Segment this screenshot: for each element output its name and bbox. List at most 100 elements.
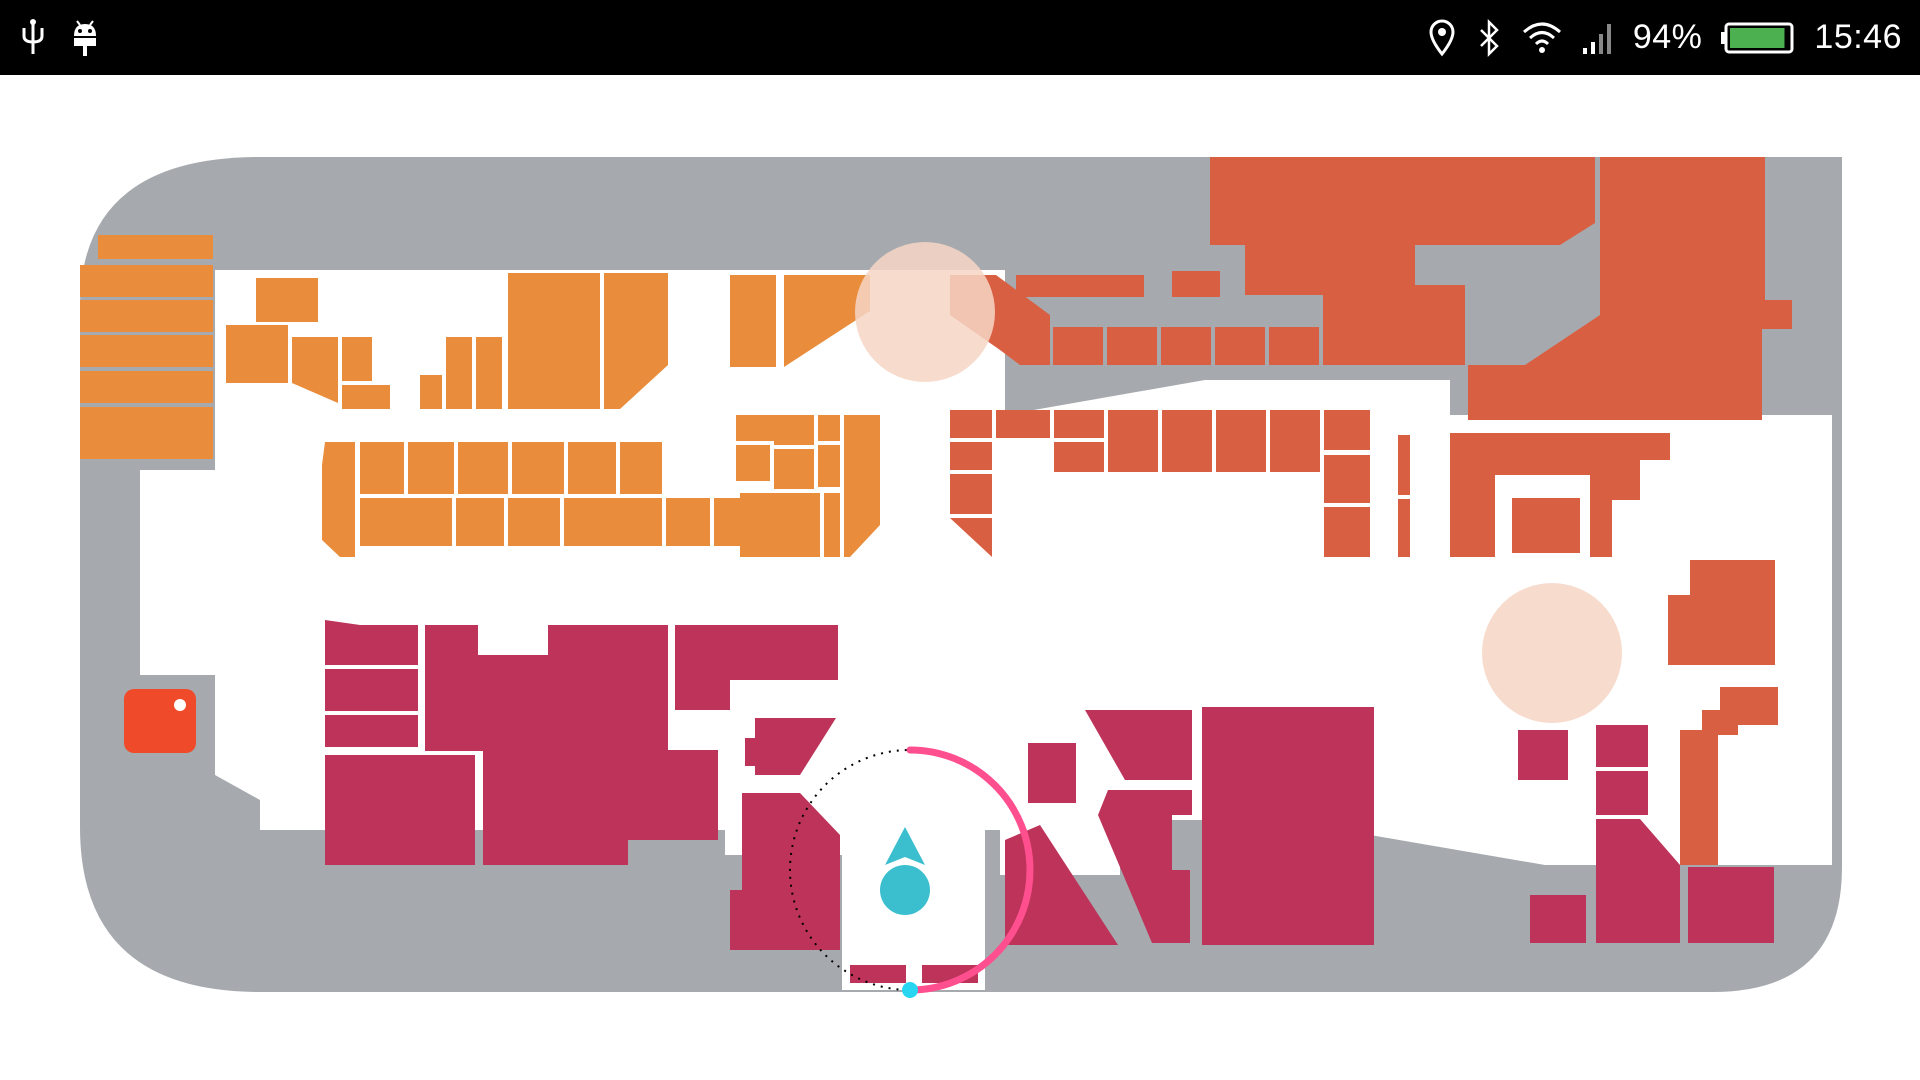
indoor-map[interactable] <box>0 75 1920 1080</box>
store[interactable] <box>1450 433 1670 557</box>
store[interactable] <box>1668 560 1775 665</box>
user-location[interactable] <box>789 746 1034 998</box>
store[interactable] <box>80 265 213 297</box>
store[interactable] <box>325 755 475 865</box>
store[interactable] <box>1596 771 1648 815</box>
store[interactable] <box>950 518 992 557</box>
store[interactable] <box>620 442 662 494</box>
store[interactable] <box>420 375 442 409</box>
user-location-dot <box>880 865 930 915</box>
store[interactable] <box>818 445 840 487</box>
store[interactable] <box>1512 498 1580 553</box>
store[interactable] <box>844 415 880 557</box>
store[interactable] <box>408 442 454 494</box>
signal-icon <box>1581 18 1615 58</box>
store[interactable] <box>1518 730 1568 780</box>
store[interactable] <box>1688 867 1774 943</box>
store[interactable] <box>824 493 840 557</box>
poi-marker[interactable] <box>124 689 196 753</box>
store[interactable] <box>1108 410 1158 472</box>
store[interactable] <box>1324 410 1370 450</box>
store[interactable] <box>1216 410 1266 472</box>
store[interactable] <box>1596 725 1648 767</box>
store[interactable] <box>446 337 472 409</box>
store[interactable] <box>425 625 718 865</box>
store[interactable] <box>1172 271 1220 297</box>
store[interactable] <box>325 669 418 711</box>
store[interactable] <box>730 890 840 950</box>
poi-marker-icon[interactable] <box>124 689 196 753</box>
store[interactable] <box>80 335 213 367</box>
store[interactable] <box>740 493 820 557</box>
store[interactable] <box>736 415 774 441</box>
store[interactable] <box>226 325 288 383</box>
store[interactable] <box>1085 710 1192 780</box>
bluetooth-icon <box>1475 18 1503 58</box>
store[interactable] <box>1680 687 1778 865</box>
highlight-circle[interactable] <box>1482 583 1622 723</box>
store[interactable] <box>512 442 564 494</box>
store[interactable] <box>1107 327 1157 365</box>
store[interactable] <box>1028 743 1076 803</box>
floor-plan-svg[interactable] <box>0 75 1920 1080</box>
store[interactable] <box>1468 157 1792 420</box>
store[interactable] <box>950 474 992 514</box>
store[interactable] <box>1016 275 1144 297</box>
store[interactable] <box>774 415 814 445</box>
store[interactable] <box>80 407 213 459</box>
store[interactable] <box>1054 442 1104 472</box>
store[interactable] <box>604 273 668 409</box>
store[interactable] <box>476 337 502 409</box>
store[interactable] <box>256 278 318 322</box>
store[interactable] <box>1215 327 1265 365</box>
store[interactable] <box>322 442 355 557</box>
store[interactable] <box>850 965 906 983</box>
store[interactable] <box>1210 157 1595 365</box>
store[interactable] <box>755 718 836 775</box>
store[interactable] <box>292 337 338 403</box>
store[interactable] <box>675 625 838 710</box>
store[interactable] <box>1398 435 1410 495</box>
usb-icon <box>18 18 48 58</box>
store[interactable] <box>80 300 213 332</box>
store[interactable] <box>325 620 418 665</box>
store[interactable] <box>1005 825 1118 945</box>
store[interactable] <box>950 410 992 438</box>
store[interactable] <box>98 235 213 259</box>
store[interactable] <box>818 415 840 441</box>
store[interactable] <box>774 449 814 489</box>
store[interactable] <box>1398 499 1410 557</box>
store[interactable] <box>736 445 770 481</box>
store[interactable] <box>325 715 418 747</box>
store[interactable] <box>568 442 616 494</box>
store[interactable] <box>1053 327 1103 365</box>
store[interactable] <box>1270 410 1320 472</box>
highlight-circle[interactable] <box>855 242 995 382</box>
store[interactable] <box>342 337 372 381</box>
store[interactable] <box>360 442 404 494</box>
store[interactable] <box>342 385 390 409</box>
store[interactable] <box>458 442 508 494</box>
store[interactable] <box>80 371 213 403</box>
store[interactable] <box>1324 455 1370 503</box>
store[interactable] <box>666 498 710 546</box>
store[interactable] <box>996 410 1050 438</box>
store[interactable] <box>1596 819 1680 943</box>
store[interactable] <box>508 498 560 546</box>
store[interactable] <box>564 498 662 546</box>
store[interactable] <box>784 275 870 367</box>
store[interactable] <box>1054 410 1104 438</box>
store[interactable] <box>1162 410 1212 472</box>
store[interactable] <box>1161 327 1211 365</box>
store[interactable] <box>950 442 992 470</box>
store[interactable] <box>508 273 600 409</box>
store[interactable] <box>456 498 504 546</box>
store[interactable] <box>360 498 452 546</box>
store[interactable] <box>1530 895 1586 943</box>
store[interactable] <box>1324 507 1370 557</box>
store[interactable] <box>1202 707 1374 945</box>
store[interactable] <box>730 275 776 367</box>
store[interactable] <box>1269 327 1319 365</box>
store[interactable] <box>745 738 769 766</box>
store[interactable] <box>1098 790 1192 943</box>
